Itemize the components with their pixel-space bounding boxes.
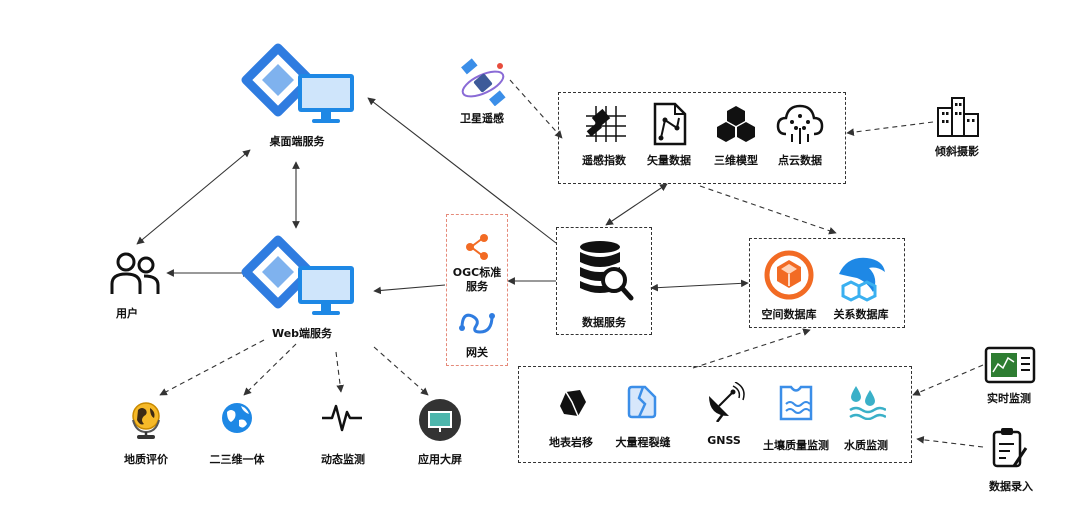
- web-service-icon: [241, 235, 354, 315]
- monitor-water: [846, 384, 887, 421]
- application-label: 二三维一体: [209, 453, 265, 466]
- ogc-label: OGC标准服务: [452, 266, 502, 293]
- oblique-label: 倾斜摄影: [935, 145, 979, 158]
- application-label: 地质评价: [124, 453, 168, 466]
- source-label: 三维模型: [714, 154, 758, 167]
- dolphin-icon: [839, 257, 885, 302]
- cubes-icon: [717, 106, 755, 142]
- app-2d3d: [219, 400, 255, 436]
- monitor-crack: [625, 384, 659, 420]
- monitor-screen-icon: [984, 346, 1036, 384]
- remote-sensing-icon: [586, 106, 626, 142]
- realtime-label: 实时监测: [987, 392, 1031, 405]
- data-entry-label: 数据录入: [989, 480, 1033, 493]
- web-service-label: Web端服务: [271, 327, 333, 340]
- pulse-icon: [322, 404, 362, 432]
- relational-db-label: 关系数据库: [833, 308, 889, 321]
- globe-stand-icon: [132, 402, 160, 439]
- satellite-icon: [461, 58, 506, 107]
- clipboard-edit-icon: [992, 428, 1028, 468]
- vector-file-icon: [653, 102, 687, 146]
- water-drops-icon: [849, 386, 887, 421]
- app-geo-eval: [128, 400, 164, 440]
- app-dynamic: [320, 402, 364, 432]
- monitoring-box: [518, 366, 912, 463]
- source-3d-model: [714, 104, 758, 144]
- crack-icon: [627, 385, 657, 419]
- monitoring-label: 大量程裂缝: [615, 436, 671, 449]
- data-service-box: [556, 227, 652, 335]
- application-label: 动态监测: [321, 453, 365, 466]
- realtime-node: [984, 346, 1036, 384]
- point-cloud-icon: [776, 104, 824, 144]
- data-service-label: 数据服务: [582, 316, 626, 329]
- spatial-db-icon: [764, 250, 814, 300]
- dish-antenna-icon: [709, 381, 745, 423]
- spatial-db-label: 空间数据库: [761, 308, 817, 321]
- globe-arrows-icon: [222, 403, 252, 433]
- database-search-icon: [580, 241, 634, 301]
- gateway: [458, 306, 496, 336]
- data-entry-node: [990, 426, 1030, 470]
- application-label: 应用大屏: [418, 453, 462, 466]
- big-screen-icon: [419, 399, 461, 441]
- gateway-icon: [459, 313, 495, 334]
- monitor-gnss: [703, 381, 745, 423]
- soil-quality-icon: [779, 385, 813, 421]
- monitor-surface-rock: [556, 388, 588, 418]
- buildings-icon: [937, 97, 979, 137]
- relational-db: [833, 252, 889, 302]
- desktop-service-label: 桌面端服务: [269, 135, 325, 148]
- user-node: [108, 248, 164, 298]
- share-icon: [466, 234, 488, 260]
- rock-icon: [560, 390, 586, 417]
- user-label: 用户: [116, 307, 138, 320]
- oblique-node: [934, 94, 982, 138]
- desktop-service: [238, 40, 360, 130]
- database-box: [749, 238, 905, 328]
- monitoring-label: 水质监测: [844, 439, 888, 452]
- monitoring-label: 地表岩移: [549, 436, 593, 449]
- ogc-gateway-box: [446, 214, 508, 366]
- satellite-label: 卫星遥感: [460, 112, 504, 125]
- ogc-service: [463, 232, 491, 262]
- desktop-service-icon: [241, 43, 354, 123]
- app-big-screen: [418, 398, 462, 442]
- gateway-label: 网关: [466, 346, 488, 359]
- source-vector: [649, 102, 689, 146]
- source-label: 点云数据: [778, 154, 822, 167]
- spatial-db: [763, 250, 815, 300]
- monitor-soil: [778, 384, 814, 422]
- source-point-cloud: [776, 100, 824, 146]
- data-service: [576, 238, 634, 302]
- web-service: [238, 232, 360, 322]
- satellite-node: [456, 56, 510, 107]
- users-icon: [110, 252, 160, 294]
- data-sources-box: [558, 92, 846, 184]
- monitoring-label: 土壤质量监测: [763, 439, 829, 452]
- source-remote-sensing: [582, 102, 628, 144]
- source-label: 矢量数据: [647, 154, 691, 167]
- monitoring-label: GNSS: [707, 434, 741, 447]
- source-label: 遥感指数: [582, 154, 626, 167]
